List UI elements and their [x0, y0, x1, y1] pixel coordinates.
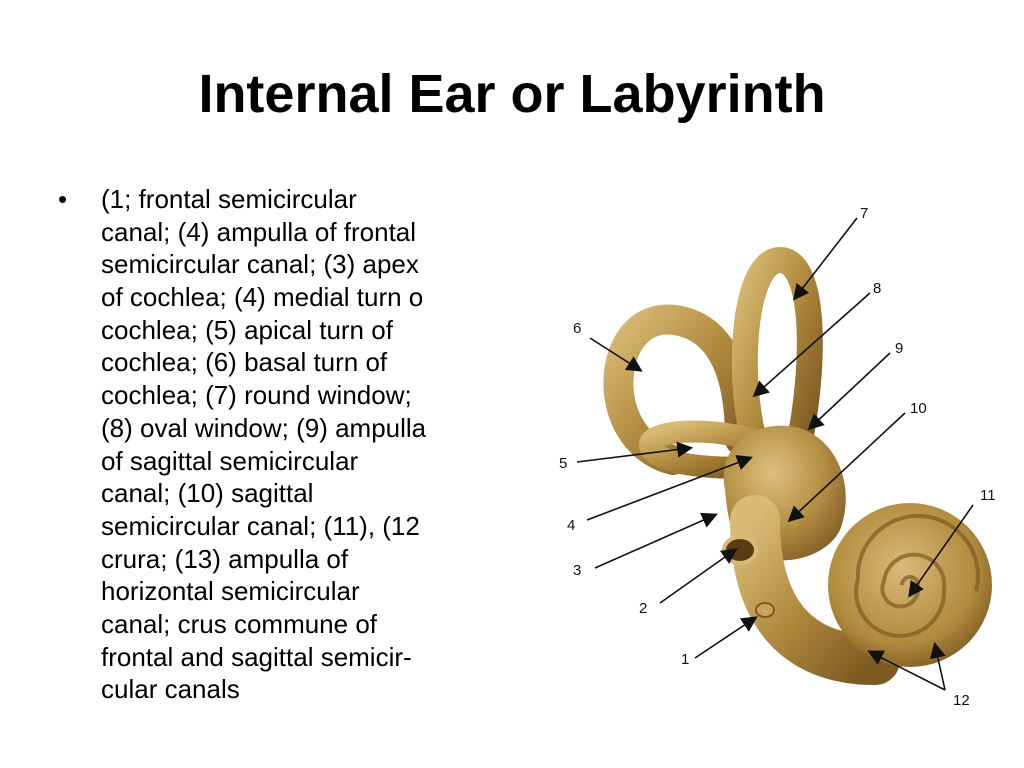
label-10: 10: [910, 400, 927, 417]
label-7: 7: [860, 205, 868, 222]
arrow-8: [752, 292, 871, 398]
cochlea: [828, 503, 992, 667]
bullet-line: frontal and sagittal semicir-: [101, 641, 412, 672]
arrow-11: [908, 504, 974, 598]
bullet-line: semicircular canal; (11), (12: [101, 510, 420, 541]
arrow-7: [793, 217, 858, 301]
labyrinth-diagram: 7 8 9 10 11 6 5 4 3 2 1 12: [559, 205, 996, 709]
bullet-line: cular canals: [101, 674, 240, 705]
bullet-line: cochlea; (7) round window;: [101, 380, 412, 411]
sagittal-semicircular-canal: [731, 246, 823, 458]
bullet-line: (1; frontal semicircular: [101, 184, 357, 214]
arrow-3: [594, 512, 718, 569]
arrow-4: [586, 455, 753, 521]
label-6: 6: [573, 320, 581, 337]
bullet-line: cochlea; (5) apical turn of: [101, 314, 393, 345]
label-2: 2: [639, 600, 647, 617]
bullet-line: cochlea; (6) basal turn of: [101, 347, 388, 378]
label-8: 8: [873, 280, 881, 297]
bullet-line: canal; crus commune of: [101, 608, 378, 639]
label-12: 12: [953, 692, 970, 709]
bullet-line: of sagittal semicircular: [101, 445, 359, 476]
round-window: [755, 602, 775, 618]
horizontal-semicircular-canal: [638, 420, 786, 479]
bullet-list: • (1; frontal semicircular canal; (4) am…: [58, 183, 528, 713]
bullet-line: (8) oval window; (9) ampulla: [101, 412, 427, 443]
arrow-2: [659, 548, 738, 604]
arrow-10: [787, 412, 906, 523]
bullet-line: horizontal semicircular: [101, 576, 360, 607]
bullet-line: of cochlea; (4) medial turn o: [101, 282, 424, 313]
bullet-line: canal; (4) ampulla of frontal: [101, 216, 417, 247]
label-1: 1: [681, 651, 689, 668]
label-4: 4: [567, 517, 575, 534]
bullet-line: canal; (10) sagittal: [101, 478, 314, 509]
arrow-12b: [929, 641, 946, 691]
label-5: 5: [559, 455, 567, 472]
oval-window: [722, 535, 758, 565]
arrow-12a: [867, 650, 946, 691]
bullet-line: crura; (13) ampulla of: [101, 543, 349, 574]
label-11: 11: [980, 487, 996, 504]
arrow-9: [807, 352, 891, 431]
arrow-1: [694, 616, 758, 659]
cochlea-spiral: [854, 514, 980, 638]
label-9: 9: [895, 340, 903, 357]
bullet-text: (1; frontal semicircular canal; (4) ampu…: [101, 183, 528, 706]
arrow-6: [589, 337, 643, 372]
bullet-line: semicircular canal; (3) apex: [101, 249, 419, 280]
slide-title: Internal Ear or Labyrinth: [198, 64, 826, 124]
arrow-5: [576, 441, 694, 463]
bullet-marker: •: [58, 184, 68, 214]
labyrinth-illustration: 7 8 9 10 11 6 5 4 3 2 1 12: [555, 190, 1015, 720]
label-3: 3: [573, 562, 581, 579]
